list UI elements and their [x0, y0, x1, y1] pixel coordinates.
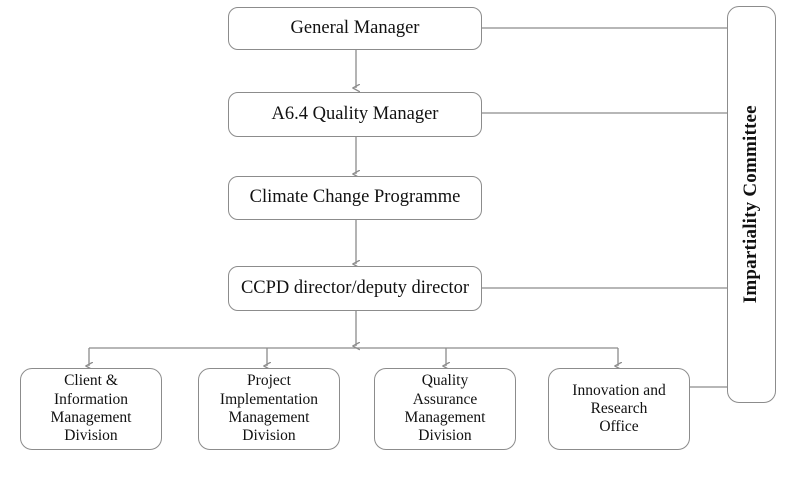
node-climate-change-programme-label: Climate Change Programme [249, 187, 461, 208]
node-quality-manager-label: A6.4 Quality Manager [271, 103, 439, 124]
node-impartiality-committee[interactable]: Impartiality Committee [727, 6, 776, 403]
node-impartiality-committee-label: Impartiality Committee [740, 105, 762, 304]
node-general-manager[interactable]: General Manager [228, 7, 482, 50]
node-ccpd-director[interactable]: CCPD director/deputy director [228, 266, 482, 311]
node-quality-manager[interactable]: A6.4 Quality Manager [228, 92, 482, 137]
node-general-manager-label: General Manager [290, 17, 420, 38]
node-climate-change-programme[interactable]: Climate Change Programme [228, 176, 482, 220]
node-ccpd-director-label: CCPD director/deputy director [240, 277, 470, 298]
